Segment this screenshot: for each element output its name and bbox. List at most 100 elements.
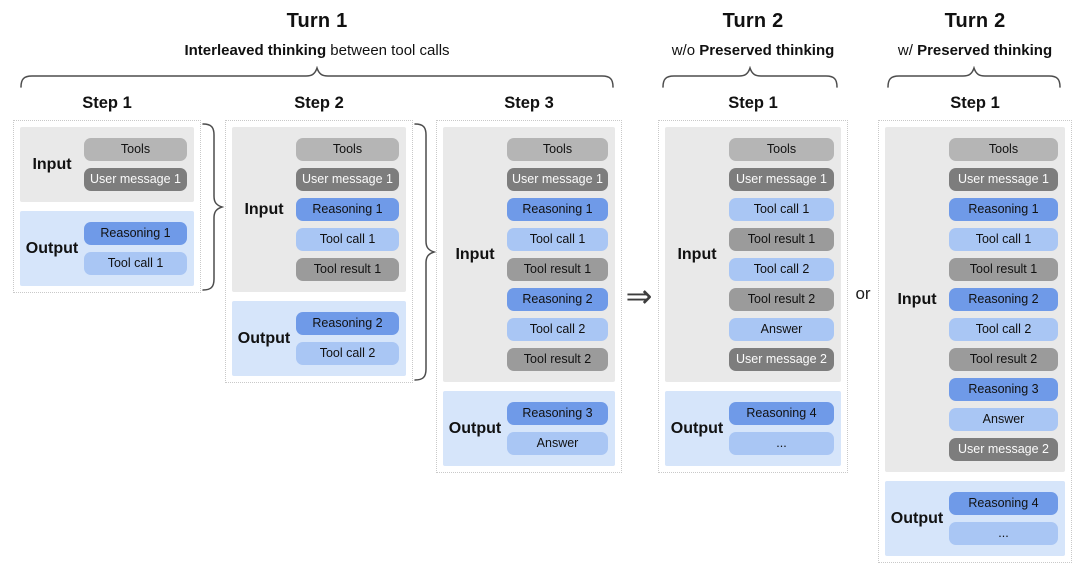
- step1-to-step2-brace: [202, 123, 225, 291]
- pill-reasoning: Reasoning 4: [729, 402, 834, 425]
- pill-ellipsis: ...: [729, 432, 834, 455]
- step1-output-pills: Reasoning 1 Tool call 1: [84, 222, 187, 275]
- pill-user-message: User message 1: [84, 168, 187, 191]
- output-label: Output: [25, 239, 79, 257]
- step2-input-box: Input Tools User message 1 Reasoning 1 T…: [232, 127, 406, 292]
- output-label: Output: [890, 509, 944, 527]
- pill-user-message: User message 2: [729, 348, 834, 371]
- turn1-subtitle: Interleaved thinking between tool calls: [20, 42, 614, 59]
- step2-column: Input Tools User message 1 Reasoning 1 T…: [225, 120, 413, 383]
- turn1-header: Turn 1 Interleaved thinking between tool…: [20, 10, 614, 59]
- turn2-without-brace: [662, 66, 838, 88]
- pill-reasoning: Reasoning 2: [507, 288, 608, 311]
- pill-user-message: User message 2: [949, 438, 1058, 461]
- output-label: Output: [237, 329, 291, 347]
- output-label: Output: [448, 419, 502, 437]
- step3-output-box: Output Reasoning 3 Answer: [443, 391, 615, 466]
- pill-reasoning: Reasoning 3: [949, 378, 1058, 401]
- step1-column: Input Tools User message 1 Output Reason…: [13, 120, 201, 293]
- turn2-with-input-pills: Tools User message 1 Reasoning 1 Tool ca…: [949, 138, 1058, 461]
- turn2-with-step1-label: Step 1: [950, 94, 1000, 112]
- pill-reasoning: Reasoning 1: [296, 198, 399, 221]
- turn2-without-header: Turn 2 w/o Preserved thinking: [658, 10, 848, 59]
- pill-ellipsis: ...: [949, 522, 1058, 545]
- pill-tool-call: Tool call 2: [729, 258, 834, 281]
- step1-input-pills: Tools User message 1: [84, 138, 187, 191]
- pill-tool-call: Tool call 1: [296, 228, 399, 251]
- pill-reasoning: Reasoning 1: [949, 198, 1058, 221]
- implies-arrow: ⇒: [625, 278, 653, 314]
- turn2-without-input-box: Input Tools User message 1 Tool call 1 T…: [665, 127, 841, 382]
- output-label: Output: [670, 419, 724, 437]
- input-label: Input: [677, 245, 717, 263]
- or-connector: or: [855, 284, 871, 303]
- pill-tool-call: Tool call 2: [296, 342, 399, 365]
- pill-tool-call: Tool call 1: [507, 228, 608, 251]
- turn2-with-title: Turn 2: [944, 10, 1006, 32]
- turn2-with-brace: [887, 66, 1061, 88]
- pill-reasoning: Reasoning 4: [949, 492, 1058, 515]
- step3-column: Input Tools User message 1 Reasoning 1 T…: [436, 120, 622, 473]
- pill-tool-call: Tool call 1: [949, 228, 1058, 251]
- pill-tool-result: Tool result 2: [729, 288, 834, 311]
- pill-user-message: User message 1: [296, 168, 399, 191]
- pill-tool-result: Tool result 1: [296, 258, 399, 281]
- step2-output-box: Output Reasoning 2 Tool call 2: [232, 301, 406, 376]
- pill-answer: Answer: [729, 318, 834, 341]
- pill-answer: Answer: [507, 432, 608, 455]
- step3-input-box: Input Tools User message 1 Reasoning 1 T…: [443, 127, 615, 382]
- turn2-without-step1-label: Step 1: [728, 94, 778, 112]
- turn2-without-output-pills: Reasoning 4 ...: [729, 402, 834, 455]
- step1-label: Step 1: [82, 94, 132, 112]
- pill-reasoning: Reasoning 3: [507, 402, 608, 425]
- step3-label: Step 3: [504, 94, 554, 112]
- pill-tools: Tools: [729, 138, 834, 161]
- pill-reasoning: Reasoning 2: [296, 312, 399, 335]
- pill-tool-result: Tool result 2: [507, 348, 608, 371]
- pill-tools: Tools: [296, 138, 399, 161]
- input-label: Input: [455, 245, 495, 263]
- turn2-without-subtitle-bold: Preserved thinking: [699, 42, 835, 59]
- pill-tool-call: Tool call 2: [507, 318, 608, 341]
- turn1-title: Turn 1: [286, 10, 348, 32]
- pill-tool-result: Tool result 1: [949, 258, 1058, 281]
- pill-user-message: User message 1: [729, 168, 834, 191]
- pill-tool-result: Tool result 2: [949, 348, 1058, 371]
- turn2-with-input-box: Input Tools User message 1 Reasoning 1 T…: [885, 127, 1065, 472]
- pill-tool-call: Tool call 1: [729, 198, 834, 221]
- pill-tools: Tools: [949, 138, 1058, 161]
- turn1-subtitle-bold: Interleaved thinking: [184, 42, 327, 59]
- pill-user-message: User message 1: [949, 168, 1058, 191]
- pill-reasoning: Reasoning 1: [507, 198, 608, 221]
- turn2-with-output-box: Output Reasoning 4 ...: [885, 481, 1065, 556]
- step2-input-pills: Tools User message 1 Reasoning 1 Tool ca…: [296, 138, 399, 281]
- pill-user-message: User message 1: [507, 168, 608, 191]
- turn2-with-output-pills: Reasoning 4 ...: [949, 492, 1058, 545]
- turn2-with-subtitle-bold: Preserved thinking: [917, 42, 1053, 59]
- input-label: Input: [244, 200, 284, 218]
- pill-tools: Tools: [84, 138, 187, 161]
- pill-reasoning: Reasoning 2: [949, 288, 1058, 311]
- turn2-with-subtitle: w/ Preserved thinking: [878, 42, 1072, 59]
- step1-input-box: Input Tools User message 1: [20, 127, 194, 202]
- pill-reasoning: Reasoning 1: [84, 222, 187, 245]
- turn2-without-subtitle: w/o Preserved thinking: [658, 42, 848, 59]
- turn2-with-header: Turn 2 w/ Preserved thinking: [878, 10, 1072, 59]
- pill-tools: Tools: [507, 138, 608, 161]
- turn2-with-step1-column: Input Tools User message 1 Reasoning 1 T…: [878, 120, 1072, 563]
- turn2-with-subtitle-prefix: w/: [897, 42, 918, 59]
- step2-to-step3-brace: [414, 123, 437, 381]
- pill-tool-call: Tool call 2: [949, 318, 1058, 341]
- input-label: Input: [897, 290, 937, 308]
- input-label: Input: [32, 155, 72, 173]
- pill-answer: Answer: [949, 408, 1058, 431]
- pill-tool-result: Tool result 1: [729, 228, 834, 251]
- turn1-brace: [20, 66, 614, 88]
- step3-input-pills: Tools User message 1 Reasoning 1 Tool ca…: [507, 138, 608, 371]
- step1-output-box: Output Reasoning 1 Tool call 1: [20, 211, 194, 286]
- pill-tool-result: Tool result 1: [507, 258, 608, 281]
- pill-tool-call: Tool call 1: [84, 252, 187, 275]
- turn2-without-step1-column: Input Tools User message 1 Tool call 1 T…: [658, 120, 848, 473]
- step2-label: Step 2: [294, 94, 344, 112]
